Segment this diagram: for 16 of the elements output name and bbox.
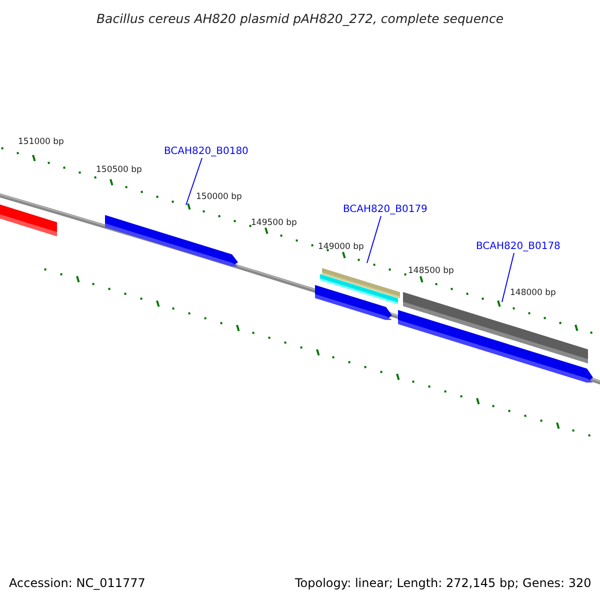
leader-line (186, 158, 202, 206)
gene-label: BCAH820_B0180 (164, 145, 248, 158)
position-label: 150000 bp (196, 191, 242, 204)
gene-label: BCAH820_B0179 (343, 203, 428, 216)
position-label: 148500 bp (408, 265, 454, 278)
footer-text: Accession: NC_011777 (9, 575, 146, 592)
map-title: Bacillus cereus AH820 plasmid pAH820_272, complete sequence (95, 10, 505, 28)
footer-text: Topology: linear; Length: 272,145 bp; Genes: 320 (295, 575, 592, 592)
leader-line (366, 216, 382, 264)
position-label: 149500 bp (251, 217, 297, 230)
position-label: 148000 bp (510, 287, 556, 300)
position-label: 150500 bp (96, 164, 142, 177)
position-label: 149000 bp (318, 241, 364, 254)
leader-line (502, 252, 514, 302)
position-label: 151000 bp (18, 136, 64, 149)
gene-label: BCAH820_B0178 (476, 240, 560, 253)
